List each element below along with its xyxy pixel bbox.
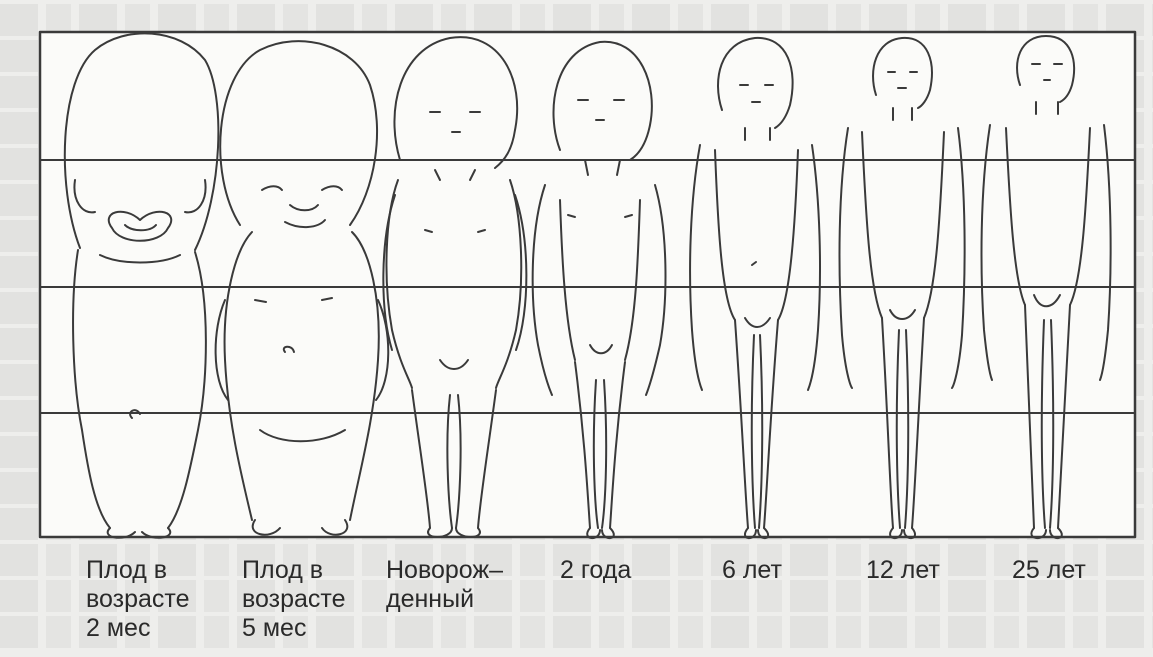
figure-fetus-2-months bbox=[65, 33, 219, 537]
caption-25-years: 25 лет bbox=[1012, 556, 1086, 585]
caption-12-years: 12 лет bbox=[866, 556, 940, 585]
caption-fetus-2-months: Плод в возрасте 2 мес bbox=[86, 556, 189, 643]
figure-2-years bbox=[533, 42, 666, 538]
caption-newborn: Новорож– денный bbox=[386, 556, 503, 614]
caption-6-years: 6 лет bbox=[722, 556, 782, 585]
caption-fetus-5-months: Плод в возрасте 5 мес bbox=[242, 556, 345, 643]
proportion-grid bbox=[40, 32, 1135, 537]
caption-2-years: 2 года bbox=[560, 556, 631, 585]
